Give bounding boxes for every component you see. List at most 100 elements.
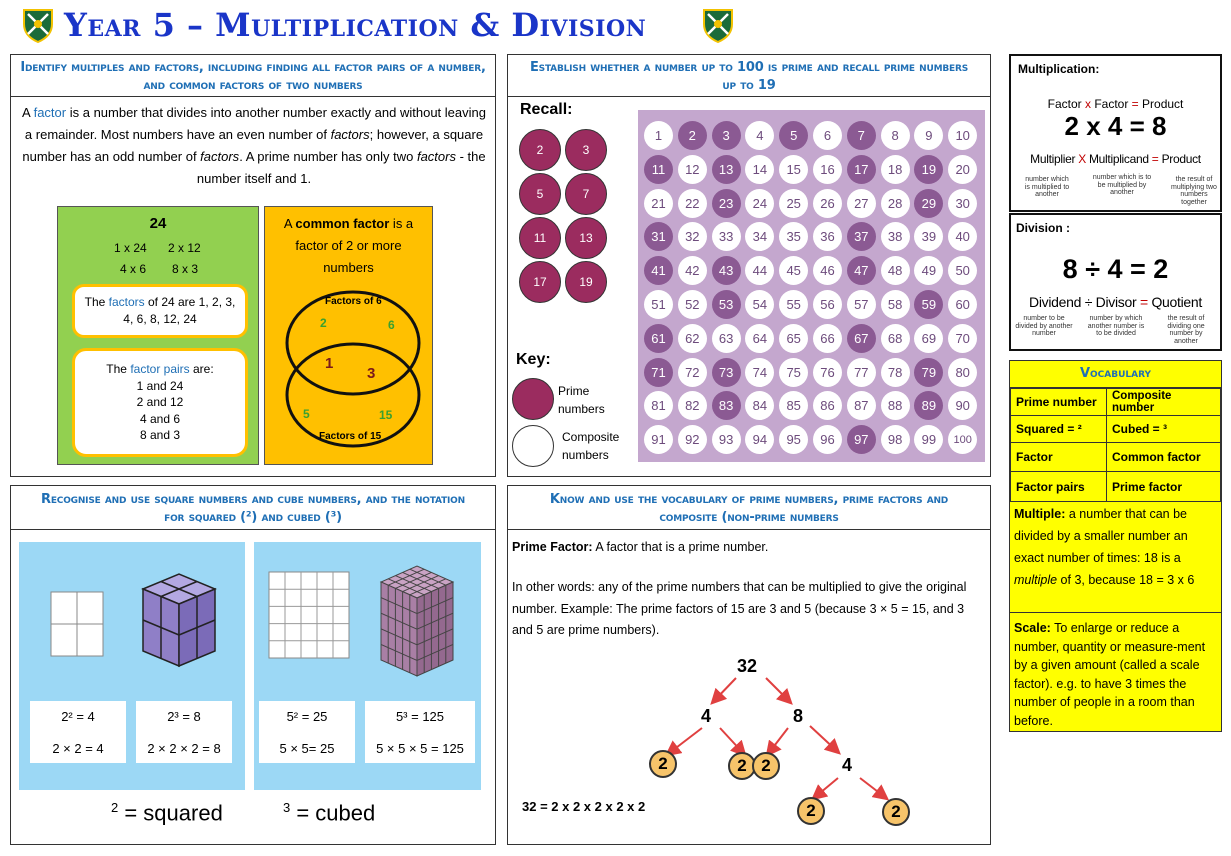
factor-product-line: Factor x Factor = Product bbox=[1047, 97, 1184, 111]
composite-number-cell: 87 bbox=[846, 391, 876, 421]
composite-number-cell: 32 bbox=[677, 222, 707, 252]
prime-leaf: 2 bbox=[797, 797, 825, 825]
composite-number-cell: 74 bbox=[745, 357, 775, 387]
composite-number-cell: 51 bbox=[644, 290, 673, 319]
pair-text: 2 x 12 bbox=[168, 241, 201, 255]
composite-number-cell: 30 bbox=[948, 188, 978, 218]
prime-number-cell: 7 bbox=[846, 121, 876, 150]
factors-panel: Identify multiples and factors, includin… bbox=[10, 54, 496, 477]
prime-factors-panel: Know and use the vocabulary of prime num… bbox=[507, 485, 991, 845]
composite-number-cell: 94 bbox=[745, 425, 775, 455]
composite-number-cell: 20 bbox=[948, 154, 978, 184]
factor-word: factor bbox=[33, 105, 67, 120]
composite-number-cell: 12 bbox=[677, 154, 707, 184]
composite-number-cell: 21 bbox=[644, 188, 673, 218]
composite-number-cell: 90 bbox=[948, 391, 978, 421]
composite-number-cell: 26 bbox=[813, 188, 842, 218]
composite-number-cell: 45 bbox=[779, 256, 809, 286]
composite-number-cell: 4 bbox=[745, 121, 775, 150]
composite-number-cell: 1 bbox=[644, 121, 673, 150]
factor-tree-branches bbox=[664, 677, 890, 801]
key-label: Key: bbox=[516, 351, 551, 368]
composite-number-cell: 42 bbox=[677, 256, 707, 286]
composite-number-cell: 78 bbox=[880, 357, 910, 387]
cube-2-icon bbox=[141, 573, 217, 668]
composite-number-cell: 84 bbox=[745, 391, 775, 421]
composite-number-cell: 63 bbox=[711, 323, 741, 353]
composite-number-cell: 38 bbox=[880, 222, 910, 252]
prime-panel-title: Establish whether a number up to 100 is … bbox=[508, 55, 990, 97]
composite-number-cell: 18 bbox=[880, 154, 910, 184]
scale-definition: Scale: To enlarge or reduce a number, qu… bbox=[1014, 621, 1206, 728]
recall-prime: 5 bbox=[519, 173, 561, 215]
prime-factors-panel-title: Know and use the vocabulary of prime num… bbox=[508, 486, 990, 530]
multiplier-desc: number which is multiplied to another bbox=[1024, 176, 1070, 198]
composite-number-cell: 6 bbox=[813, 121, 842, 150]
recall-prime: 19 bbox=[565, 261, 607, 303]
prime-leaf: 2 bbox=[882, 798, 910, 826]
factor-definition: A factor is a number that divides into a… bbox=[22, 105, 486, 186]
composite-number-cell: 40 bbox=[948, 222, 978, 252]
dividend-line: Dividend ÷ Divisor = Quotient bbox=[1029, 294, 1202, 310]
composite-number-cell: 81 bbox=[644, 391, 673, 421]
composite-number-cell: 39 bbox=[914, 222, 944, 252]
composite-number-cell: 68 bbox=[880, 323, 910, 353]
composite-number-cell: 56 bbox=[813, 290, 842, 319]
divider bbox=[1010, 612, 1221, 613]
composite-number-cell: 49 bbox=[914, 256, 944, 286]
key-composite-label: Composite numbers bbox=[562, 430, 620, 462]
composite-number-cell: 25 bbox=[779, 188, 809, 218]
venn-value: 1 bbox=[325, 355, 334, 372]
factor-pairs-box: The factor pairs are: 1 and 24 2 and 12 … bbox=[72, 348, 248, 457]
quotient-desc: the result of dividing one number by ano… bbox=[1167, 315, 1205, 345]
prime-number-cell: 37 bbox=[846, 222, 876, 252]
composite-number-cell: 55 bbox=[779, 290, 809, 319]
prime-number-cell: 59 bbox=[914, 290, 944, 319]
composite-number-cell: 86 bbox=[813, 391, 842, 421]
division-example: 8 ÷ 4 = 2 bbox=[1062, 254, 1169, 284]
composite-number-cell: 95 bbox=[779, 425, 809, 455]
composite-number-cell: 8 bbox=[880, 121, 910, 150]
composite-number-cell: 77 bbox=[846, 357, 876, 387]
prime-factor-definition: Prime Factor: A factor that is a prime n… bbox=[512, 540, 769, 554]
composite-number-cell: 54 bbox=[745, 290, 775, 319]
composite-number-cell: 46 bbox=[813, 256, 842, 286]
square-cube-panel-title: Recognise and use square numbers and cub… bbox=[11, 486, 495, 530]
key-prime-swatch bbox=[512, 378, 554, 420]
venn-label-bottom: Factors of 15 bbox=[319, 431, 382, 442]
composite-number-cell: 15 bbox=[779, 154, 809, 184]
multiplication-heading: Multiplication: bbox=[1018, 62, 1100, 76]
common-factor-definition: A common factor is a factor of 2 or more… bbox=[283, 216, 414, 275]
prime-number-cell: 29 bbox=[914, 188, 944, 218]
vocabulary-title: Vocabulary bbox=[1010, 361, 1221, 388]
dividend-desc: number to be divided by another number bbox=[1015, 315, 1073, 337]
tree-root: 32 bbox=[737, 656, 758, 676]
composite-number-cell: 65 bbox=[779, 323, 809, 353]
pair-line: 8 and 3 bbox=[139, 428, 181, 442]
recall-prime: 11 bbox=[519, 217, 561, 259]
prime-number-cell: 53 bbox=[711, 290, 741, 319]
composite-number-cell: 52 bbox=[677, 290, 707, 319]
prime-number-cell: 41 bbox=[644, 256, 673, 286]
composite-number-cell: 57 bbox=[846, 290, 876, 319]
product-desc: the result of multiplying two numbers to… bbox=[1171, 176, 1217, 206]
pair-line: 4 and 6 bbox=[139, 411, 181, 426]
composite-number-cell: 60 bbox=[948, 290, 978, 319]
recall-prime: 2 bbox=[519, 129, 561, 171]
square-5-icon bbox=[268, 571, 350, 659]
composite-number-cell: 36 bbox=[813, 222, 842, 252]
division-heading: Division : bbox=[1016, 221, 1071, 235]
squared-notation: 2 = squared bbox=[111, 800, 223, 826]
recall-prime: 13 bbox=[565, 217, 607, 259]
multiplier-line: Multiplier X Multiplicand = Product bbox=[1030, 152, 1201, 166]
recall-prime: 3 bbox=[565, 129, 607, 171]
composite-number-cell: 98 bbox=[880, 425, 910, 455]
composite-number-cell: 99 bbox=[914, 425, 944, 455]
divisor-desc: number by which another number is to be … bbox=[1087, 315, 1145, 337]
composite-number-cell: 92 bbox=[677, 425, 707, 455]
square-cube-panel: Recognise and use square numbers and cub… bbox=[10, 485, 496, 845]
